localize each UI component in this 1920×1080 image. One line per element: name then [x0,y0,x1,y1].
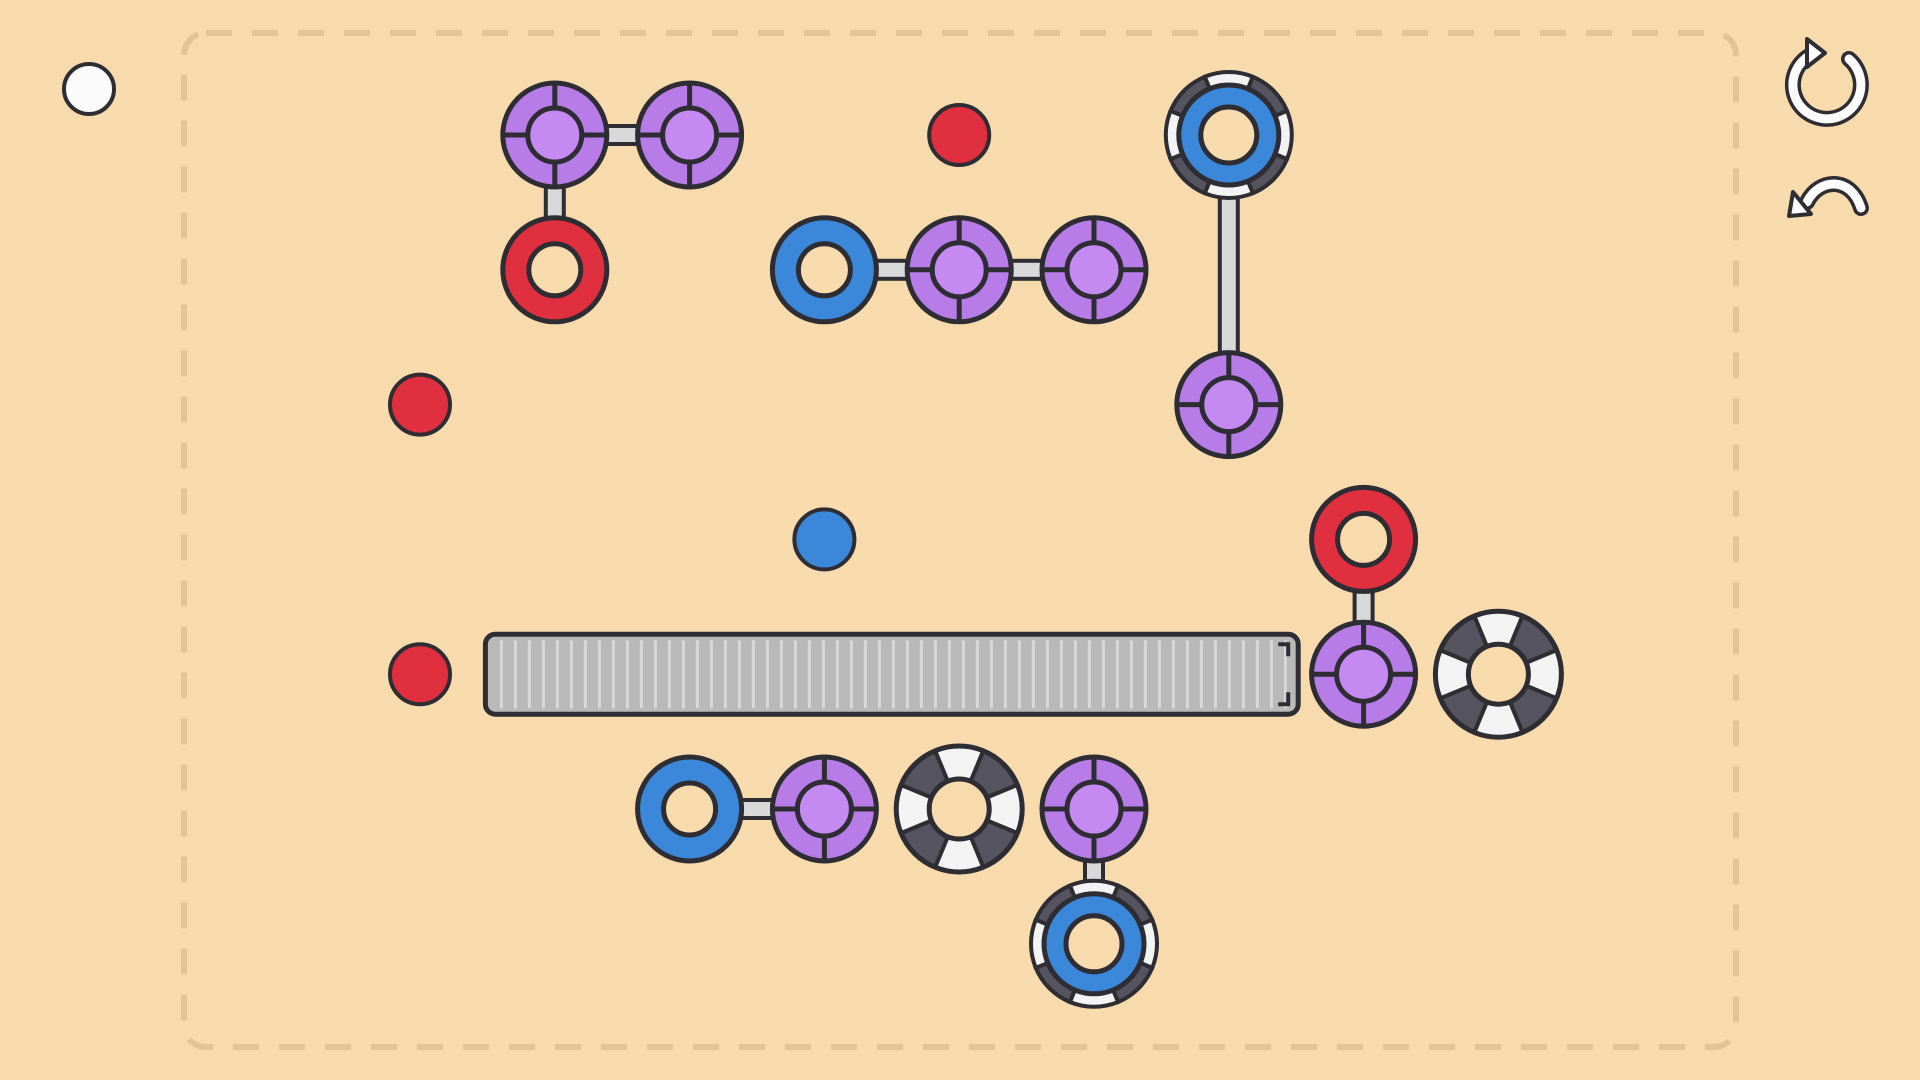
gray-blocker-ring-piece[interactable] [1432,608,1564,740]
blue-striped-ring-piece[interactable] [1163,70,1294,200]
purple-node-piece[interactable] [500,80,610,190]
red-ring-piece[interactable] [1309,484,1419,594]
sliding-bar[interactable] [482,631,1301,717]
purple-node-piece[interactable] [1039,754,1149,864]
purple-node-piece[interactable] [769,754,879,864]
red-dot-piece[interactable] [388,372,452,437]
purple-node-piece[interactable] [1309,619,1419,729]
blue-dot-piece[interactable] [792,507,857,572]
white-dot-icon [62,62,116,116]
gray-blocker-ring-piece[interactable] [893,743,1025,875]
pieces-layer [388,70,1564,1009]
red-ring-piece[interactable] [500,215,610,325]
purple-node-piece[interactable] [1174,350,1284,460]
restart-button[interactable] [1784,37,1869,127]
play-area-border [181,30,1739,1050]
blue-striped-ring-piece[interactable] [1029,878,1159,1009]
undo-button[interactable] [1787,176,1869,218]
purple-node-piece[interactable] [1039,215,1149,325]
purple-node-piece[interactable] [635,80,745,190]
purple-node-piece[interactable] [904,215,1014,325]
blue-ring-piece[interactable] [769,215,879,325]
red-dot-piece[interactable] [927,103,992,167]
bar-body [482,631,1301,717]
blue-ring-piece[interactable] [635,754,745,864]
red-dot-piece[interactable] [388,642,452,707]
